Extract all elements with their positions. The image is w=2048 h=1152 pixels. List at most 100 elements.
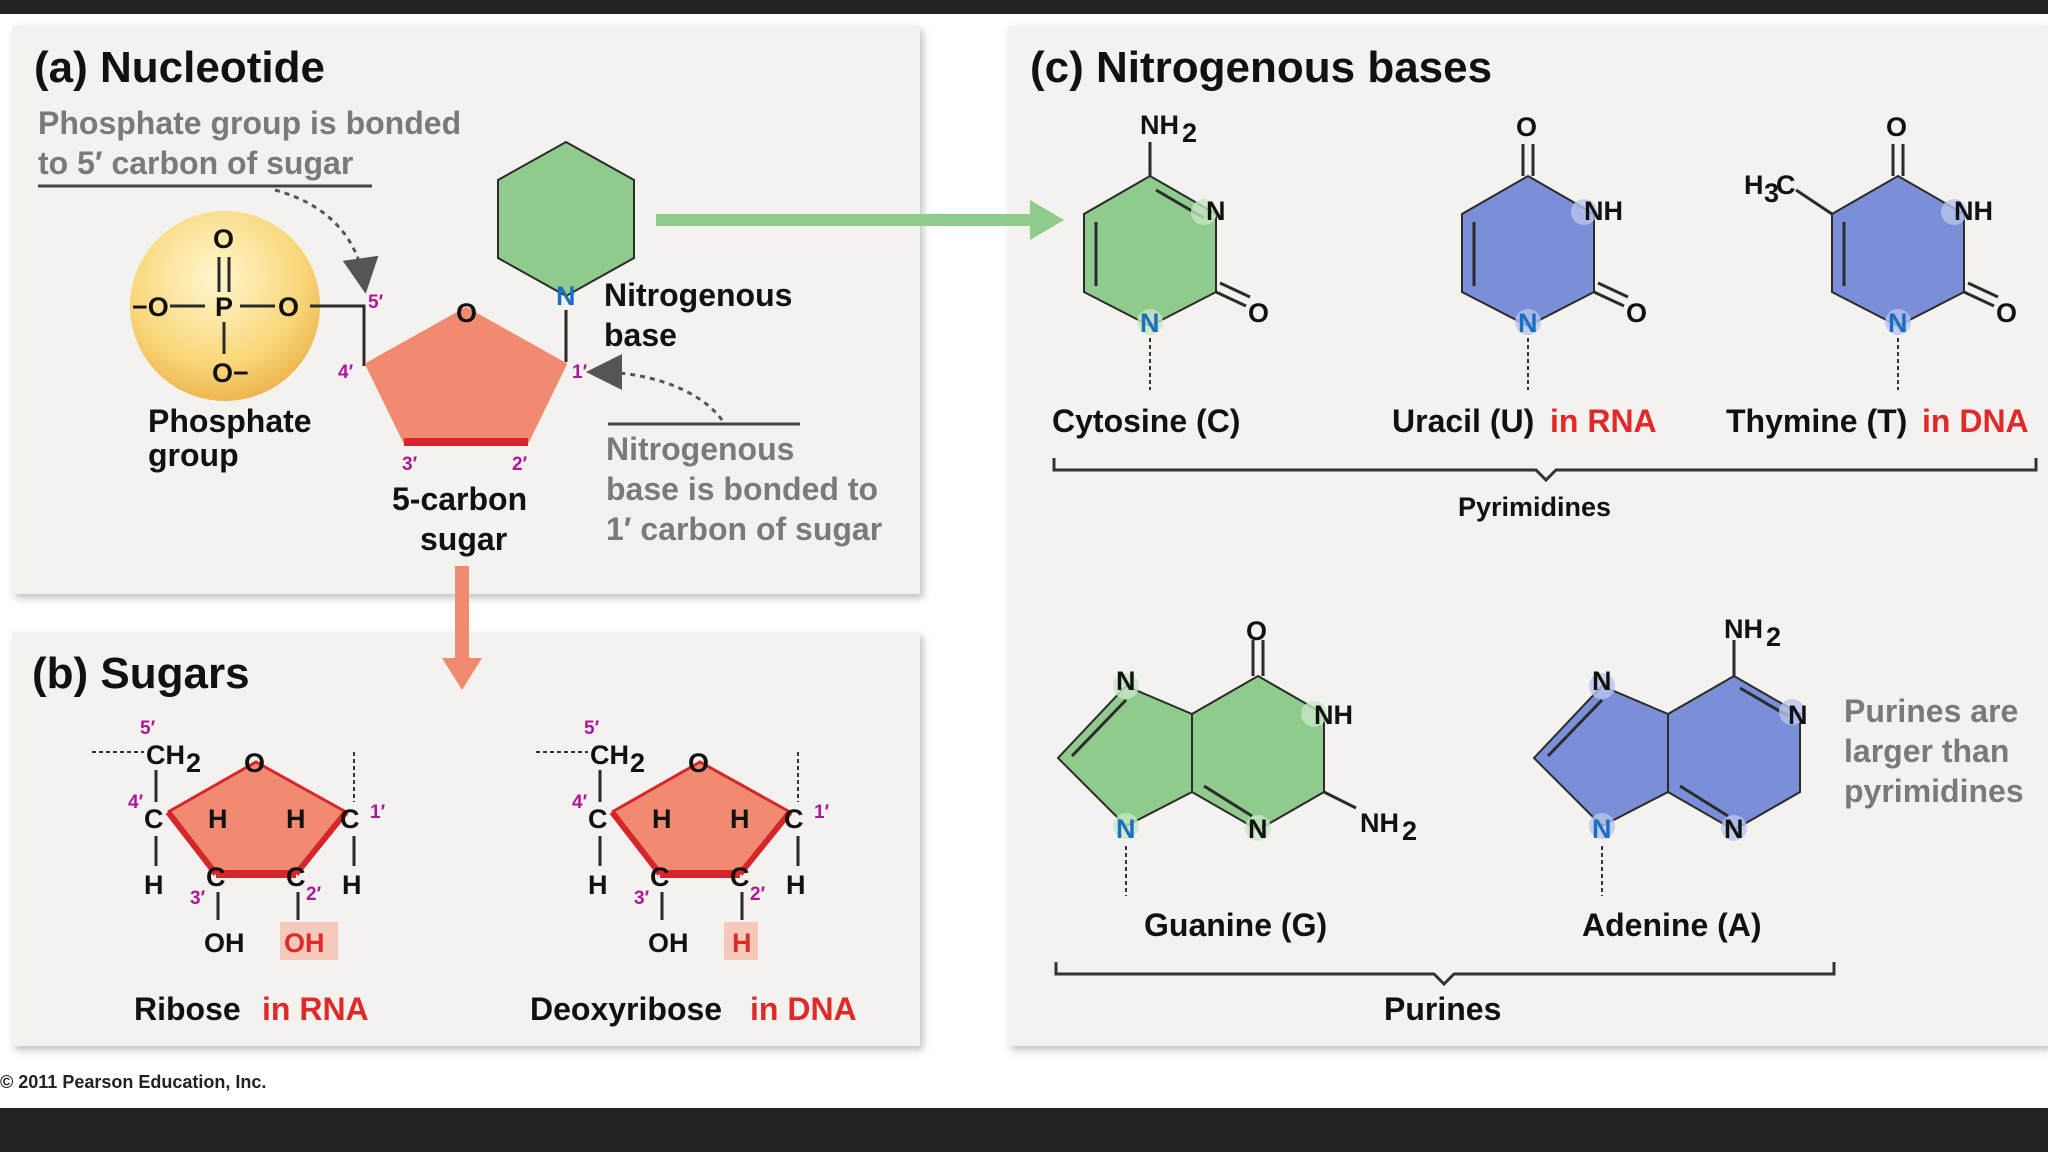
thymine-name: Thymine (T) — [1726, 403, 1907, 439]
panel-c-title: (c) Nitrogenous bases — [1030, 43, 1492, 92]
phosphate-o-bottom: O− — [212, 358, 249, 388]
arrow-to-panel-b-head — [442, 658, 482, 690]
thymine-o-right: O — [1996, 298, 2017, 328]
adenine-structure: NH 2 N N N N — [1532, 614, 1808, 896]
base-note-line-2: base is bonded to — [606, 471, 878, 507]
ribose-ring — [168, 762, 346, 874]
phosphate-p: P — [215, 292, 233, 322]
thymine-h3c-c: C — [1776, 170, 1796, 200]
ribose-carbon-4-num: 4′ — [128, 792, 144, 813]
deoxyribose-tag: in DNA — [750, 991, 857, 1027]
cytosine-nh2: NH — [1140, 110, 1179, 140]
phosphate-label-line-1: Phosphate — [148, 403, 312, 439]
uracil-name: Uracil (U) — [1392, 403, 1534, 439]
deoxyribose-c1: C — [784, 804, 804, 834]
arrow-to-panel-b-shaft — [455, 566, 469, 662]
deoxyribose-carbon-2-num: 2′ — [750, 884, 766, 905]
cytosine-structure: NH 2 N O N — [1083, 110, 1269, 390]
ribose-c4-h: H — [144, 870, 164, 900]
guanine-nh2-sub: 2 — [1402, 816, 1417, 846]
bottom-bar — [0, 1108, 2048, 1152]
guanine-name: Guanine (G) — [1144, 907, 1327, 943]
adenine-n9: N — [1592, 814, 1612, 844]
phosphate-o-left: −O — [132, 292, 169, 322]
thymine-o-top: O — [1886, 112, 1907, 142]
carbon-1-label: 1′ — [572, 362, 588, 383]
carbon-3-label: 3′ — [402, 454, 418, 475]
base-note-line-1: Nitrogenous — [606, 431, 794, 467]
deoxyribose-c4-h: H — [588, 870, 608, 900]
deoxyribose-ring-o: O — [688, 748, 709, 778]
ribose-c2-oh: OH — [284, 928, 325, 958]
guanine-structure: O N NH NH 2 N N — [1056, 616, 1417, 896]
uracil-o-top: O — [1516, 112, 1537, 142]
deoxyribose-c2-highlight — [724, 922, 758, 960]
guanine-o: O — [1246, 616, 1267, 646]
purines-note-line-2: larger than — [1844, 733, 2009, 769]
thymine-h3c-sub: 3 — [1764, 178, 1779, 208]
cytosine-n3: N — [1206, 196, 1226, 226]
ribose-c1-h: H — [342, 870, 362, 900]
adenine-n3: N — [1724, 814, 1744, 844]
deoxyribose-carbon-3-num: 3′ — [634, 888, 650, 909]
uracil-n1: N — [1518, 308, 1538, 338]
adenine-nh2-sub: 2 — [1766, 622, 1781, 652]
ribose-carbon-1-num: 1′ — [370, 802, 386, 823]
ribose-structure: 5′ CH 2 O 4′ C H H H C 1′ H C 3′ C 2′ OH… — [92, 718, 386, 960]
ribose-carbon-5-num: 5′ — [140, 718, 156, 739]
deoxyribose-c2-h-top: H — [730, 804, 750, 834]
base-label-line-2: base — [604, 317, 677, 353]
thymine-nh: NH — [1954, 196, 1993, 226]
adenine-n7: N — [1592, 666, 1612, 696]
base-label-line-1: Nitrogenous — [604, 277, 792, 313]
ribose-c2: C — [286, 862, 306, 892]
phosphate-note-line-1: Phosphate group is bonded — [38, 105, 461, 141]
deoxyribose-c2: C — [730, 862, 750, 892]
guanine-nh: NH — [1314, 700, 1353, 730]
uracil-structure: O NH O N — [1461, 112, 1647, 390]
deoxyribose-carbon-1-num: 1′ — [814, 802, 830, 823]
arrow-to-panel-c-shaft — [656, 214, 1036, 226]
thymine-tag: in DNA — [1922, 403, 2029, 439]
guanine-nh2: NH — [1360, 808, 1399, 838]
uracil-nh: NH — [1584, 196, 1623, 226]
ribose-name: Ribose — [134, 991, 241, 1027]
guanine-n9: N — [1116, 814, 1136, 844]
cytosine-n1: N — [1140, 308, 1160, 338]
phosphate-circle — [130, 211, 320, 401]
adenine-name: Adenine (A) — [1582, 907, 1762, 943]
arrow-to-panel-c-head — [1030, 200, 1064, 240]
ribose-carbon-2-num: 2′ — [306, 884, 322, 905]
deoxyribose-c4: C — [588, 804, 608, 834]
cytosine-o: O — [1248, 298, 1269, 328]
ribose-c2-h-top: H — [286, 804, 306, 834]
base-hexagon — [497, 140, 635, 298]
carbon-2-label: 2′ — [512, 454, 528, 475]
uracil-tag: in RNA — [1550, 403, 1657, 439]
ribose-c4: C — [144, 804, 164, 834]
base-nitrogen: N — [556, 281, 576, 311]
thymine-h3c: H — [1744, 170, 1764, 200]
deoxyribose-c1-h: H — [786, 870, 806, 900]
ribose-ch2-subscript: 2 — [186, 748, 201, 778]
phosphate-label-line-2: group — [148, 437, 239, 473]
panel-b-title: (b) Sugars — [32, 649, 250, 698]
base-note-pointer — [586, 354, 724, 421]
ribose-c3: C — [206, 862, 226, 892]
sugar-label-line-2: sugar — [420, 521, 507, 557]
sugar-ring-oxygen: O — [456, 298, 477, 328]
deoxyribose-c2-h: H — [732, 928, 752, 958]
cytosine-name: Cytosine (C) — [1052, 403, 1240, 439]
base-note-line-3: 1′ carbon of sugar — [606, 511, 882, 547]
panel-a-title: (a) Nucleotide — [34, 43, 325, 92]
uracil-o-right: O — [1626, 298, 1647, 328]
deoxyribose-ch2-subscript: 2 — [630, 748, 645, 778]
phosphate-o-right: O — [278, 292, 299, 322]
deoxyribose-c3-h-top: H — [652, 804, 672, 834]
ribose-carbon-3-num: 3′ — [190, 888, 206, 909]
ribose-c3-oh: OH — [204, 928, 245, 958]
guanine-n3: N — [1248, 814, 1268, 844]
carbon-5-label: 5′ — [368, 292, 384, 313]
pyrimidines-brace — [1052, 458, 2038, 483]
